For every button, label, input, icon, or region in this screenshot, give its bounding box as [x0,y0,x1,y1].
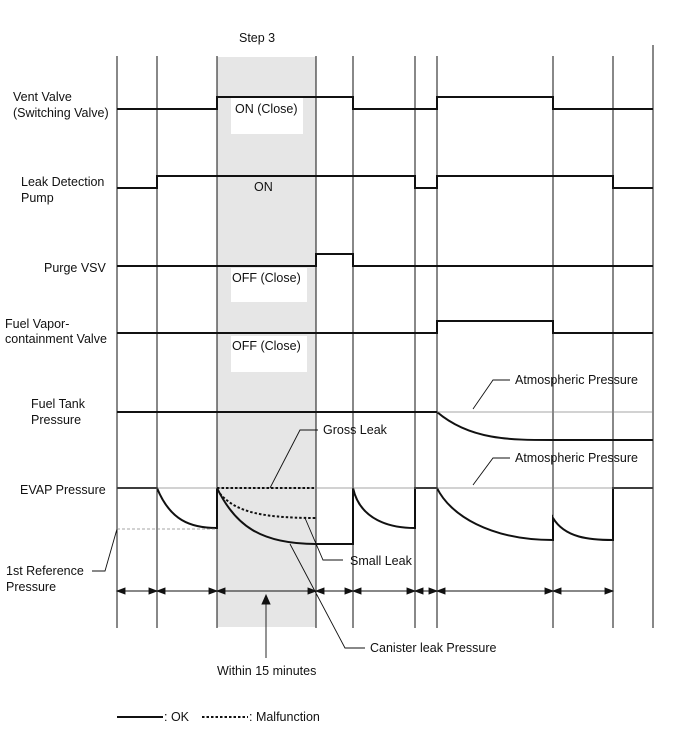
vapor-state-text: OFF (Close) [232,339,301,353]
reference-leader [92,528,118,572]
arrowhead [604,587,615,595]
arrowhead [344,587,355,595]
arrowhead [208,587,219,595]
atmospheric-leader-2 [472,457,510,486]
pump-state-text: ON [254,180,273,194]
small-leak-text: Small Leak [350,554,413,568]
fuel-vapor-waveform [117,320,653,334]
purge-state-text: OFF (Close) [232,271,301,285]
vent-state-box [231,96,303,134]
fuel-vapor-label: Fuel Vapor- [5,317,69,331]
arrowhead [115,587,126,595]
ref-pressure-label: 1st Reference [6,564,84,578]
purge-state-box [231,268,307,302]
evap-pressure-waveform [117,487,653,545]
atmospheric-leader-1 [472,379,510,410]
arrowhead [551,587,562,595]
canister-leak-text: Canister leak Pressure [370,641,496,655]
vent-valve-label: Vent Valve [13,90,72,104]
ref-pressure-label-2: Pressure [6,580,56,594]
fuel-tank-label: Fuel Tank [31,397,86,411]
purge-vsv-label: Purge VSV [44,261,107,275]
within-15-arrowhead [261,593,271,605]
fuel-tank-label-2: Pressure [31,413,81,427]
atmospheric-text-1: Atmospheric Pressure [515,373,638,387]
evap-pressure-label: EVAP Pressure [20,483,106,497]
vapor-state-box [231,336,307,372]
gross-leak-text: Gross Leak [323,423,388,437]
leak-pump-waveform [117,175,653,189]
vent-valve-waveform [117,96,653,110]
leak-pump-label: Leak Detection [21,175,104,189]
arrowhead [544,587,555,595]
arrowhead [428,587,439,595]
small-leak-leader [304,517,343,561]
arrowhead [148,587,159,595]
timing-arrows [115,587,615,658]
vent-valve-label-2: (Switching Valve) [13,106,109,120]
atmospheric-text-2: Atmospheric Pressure [515,451,638,465]
time-gridlines [116,45,654,628]
arrowhead [413,587,424,595]
legend-ok-text: : OK [164,710,190,724]
arrowhead [307,587,318,595]
arrowhead [406,587,417,595]
step-label: Step 3 [239,31,275,45]
leak-pump-label-2: Pump [21,191,54,205]
legend-malfunction-text: : Malfunction [249,710,320,724]
arrowhead [314,587,325,595]
gross-leak-leader [269,429,318,489]
fuel-tank-pressure-waveform [117,411,653,441]
fuel-vapor-label-2: containment Valve [5,332,107,346]
arrowhead [215,587,226,595]
vent-state-text: ON (Close) [235,102,298,116]
arrowhead [435,587,446,595]
within-15-text: Within 15 minutes [217,664,316,678]
arrowhead [155,587,166,595]
arrowhead [351,587,362,595]
purge-vsv-waveform [117,253,653,267]
canister-leak-leader [289,543,365,649]
